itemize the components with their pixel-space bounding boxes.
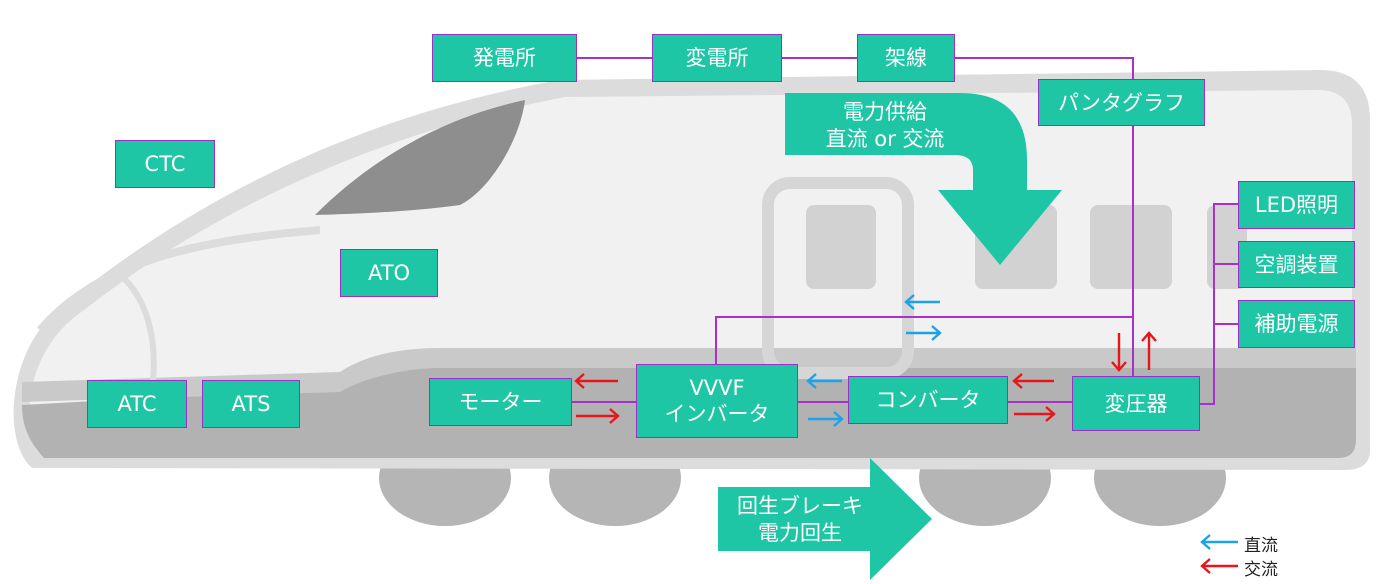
aux-power-box: 補助電源 xyxy=(1238,300,1355,348)
train-window xyxy=(1090,205,1172,289)
train-window xyxy=(806,205,876,289)
legend-ac: 交流 xyxy=(1244,555,1278,580)
ac-arrow xyxy=(576,408,620,424)
ac-arrow xyxy=(574,373,618,389)
air-conditioner-box: 空調装置 xyxy=(1238,241,1355,288)
door-frame xyxy=(762,177,914,379)
vvvf-inverter-box: VVVF インバータ xyxy=(636,364,798,438)
ac-arrow xyxy=(1012,373,1054,389)
atc-box: ATC xyxy=(87,380,187,428)
transformer-box: 変圧器 xyxy=(1072,376,1200,431)
line-dc-direct xyxy=(715,316,1133,364)
ats-box: ATS xyxy=(202,380,300,428)
ac-arrow xyxy=(1014,406,1056,422)
ctc-box: CTC xyxy=(115,140,215,188)
legend-dc-arrow xyxy=(1200,534,1238,550)
converter-box: コンバータ xyxy=(848,376,1008,424)
line-aux-bus xyxy=(1200,203,1238,405)
led-lighting-box: LED照明 xyxy=(1238,181,1355,229)
windshield xyxy=(315,100,525,215)
current-arrows xyxy=(574,294,1238,574)
dc-arrow xyxy=(806,373,842,389)
nose-line xyxy=(36,226,321,333)
legend-dc-label: 直流 xyxy=(1244,536,1278,556)
substation-box: 変電所 xyxy=(652,34,782,82)
legend-dc: 直流 xyxy=(1244,531,1278,556)
power-supply-label: 電力供給 直流 or 交流 xyxy=(825,100,945,151)
train-illustration xyxy=(13,70,1370,526)
line-wire-pantograph xyxy=(955,57,1134,79)
legend-ac-arrow xyxy=(1200,558,1238,574)
power-supply-arrow xyxy=(785,93,1062,265)
power-plant-box: 発電所 xyxy=(432,34,577,82)
train-stripe xyxy=(22,348,1356,402)
ac-arrow xyxy=(1111,333,1127,372)
regen-brake-arrow xyxy=(718,458,932,580)
dc-arrow xyxy=(906,325,942,341)
connection-lines xyxy=(572,57,1238,405)
overhead-wire-box: 架線 xyxy=(857,34,955,82)
pantograph-box: パンタグラフ xyxy=(1038,79,1205,126)
regen-brake-label: 回生ブレーキ 電力回生 xyxy=(737,494,863,545)
train-window xyxy=(1207,205,1247,289)
motor-box: モーター xyxy=(429,378,572,426)
dc-arrow xyxy=(808,411,844,427)
ac-arrow xyxy=(1141,331,1157,370)
legend-ac-label: 交流 xyxy=(1244,560,1278,580)
dc-arrow xyxy=(904,294,940,310)
ato-box: ATO xyxy=(340,249,438,297)
